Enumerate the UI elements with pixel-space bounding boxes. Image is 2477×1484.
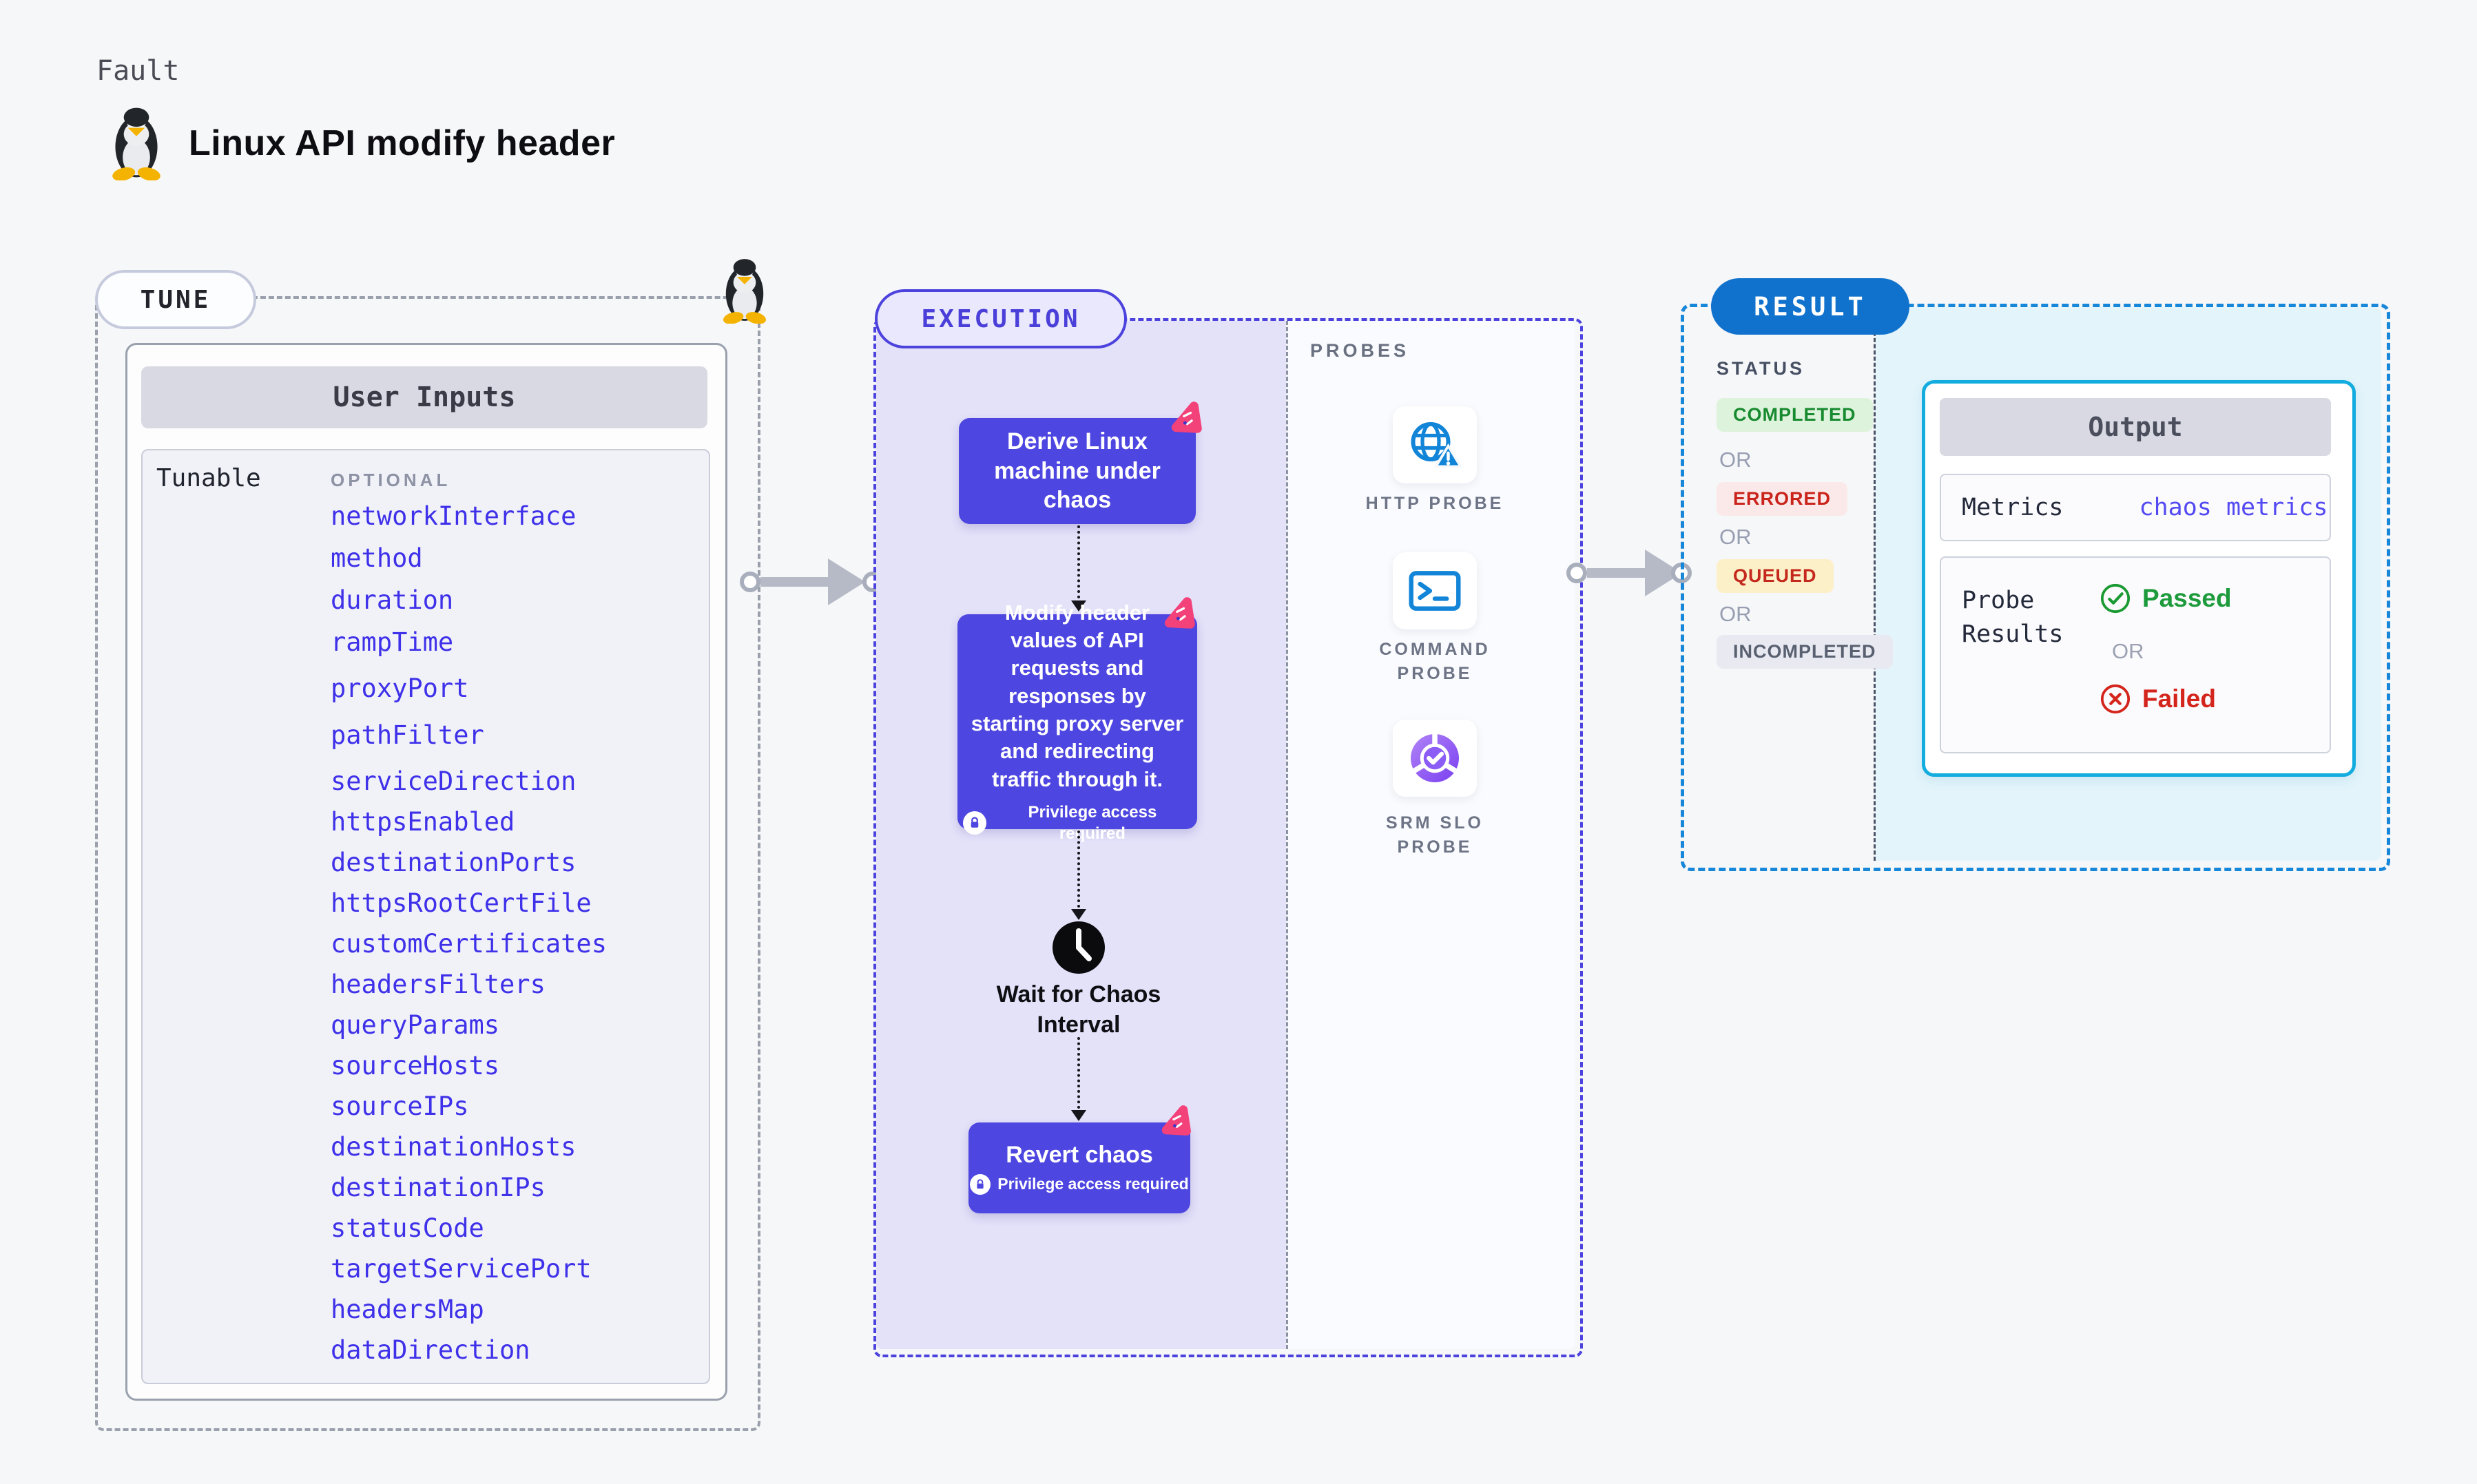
param-link[interactable]: serviceDirection (331, 766, 577, 796)
param-link[interactable]: duration (331, 585, 454, 615)
probe-label: SRM SLO PROBE (1386, 813, 1484, 857)
metrics-label: Metrics (1962, 494, 2064, 521)
param-link[interactable]: queryParams (331, 1010, 500, 1040)
step-modify-header: Modify header values of API requests and… (957, 600, 1197, 843)
status-badge-queued: QUEUED (1717, 559, 1834, 593)
user-inputs-header: User Inputs (141, 366, 707, 428)
execution-probes-divider (1286, 321, 1288, 1349)
param-link[interactable]: method (331, 543, 423, 573)
param-link[interactable]: httpsRootCertFile (331, 888, 592, 918)
connector-endpoint (1566, 563, 1587, 583)
param-link[interactable]: headersFilters (331, 970, 546, 999)
status-label: STATUS (1717, 358, 1805, 379)
connector-arrowhead-icon (1071, 1110, 1086, 1121)
param-link[interactable]: sourceIPs (331, 1091, 469, 1121)
param-link[interactable]: sourceHosts (331, 1051, 500, 1080)
privilege-label: Privilege access required (1028, 802, 1157, 844)
param-link[interactable]: pathFilter (331, 720, 484, 750)
probe-label: HTTP PROBE (1365, 494, 1504, 513)
execution-badge: EXECUTION (875, 289, 1127, 348)
chaos-metrics-link[interactable]: chaos metrics (2139, 494, 2328, 521)
step-label: Derive Linux machine under chaos (994, 428, 1161, 514)
param-link[interactable]: rampTime (331, 627, 454, 657)
or-separator: OR (1719, 602, 1752, 626)
or-separator: OR (1719, 525, 1752, 549)
chaos-step-icon (1164, 597, 1195, 629)
status-badge-completed: COMPLETED (1717, 398, 1873, 432)
failed-result: Failed (2100, 683, 2216, 715)
page-title: Linux API modify header (189, 123, 616, 163)
lock-icon (970, 1173, 991, 1195)
lock-icon (963, 811, 986, 835)
step-wait-label: Wait for Chaos Interval (996, 981, 1161, 1038)
privilege-row: Privilege access required (970, 1173, 1189, 1195)
http-probe-card (1393, 406, 1477, 483)
or-separator: OR (2112, 639, 2144, 663)
connector-arrowhead-icon (828, 558, 865, 605)
probe-label: COMMAND PROBE (1379, 640, 1491, 683)
check-circle-icon (2100, 583, 2131, 614)
passed-result: Passed (2100, 583, 2232, 614)
param-link[interactable]: httpsEnabled (331, 807, 515, 837)
optional-label: OPTIONAL (331, 470, 451, 490)
metrics-row: Metrics chaos metrics (1940, 474, 2331, 541)
passed-label: Passed (2142, 584, 2232, 612)
command-probe-card (1393, 552, 1477, 629)
status-output-divider (1874, 307, 1876, 861)
x-circle-icon (2100, 684, 2131, 714)
tunable-list-box (141, 449, 710, 1384)
probe-results-row: Probe Results Passed OR Failed (1940, 556, 2331, 753)
flow-connector (1077, 1037, 1080, 1109)
connector-endpoint (740, 572, 760, 592)
slo-donut-check-icon (1411, 732, 1459, 782)
param-link[interactable]: destinationHosts (331, 1132, 577, 1162)
failed-label: Failed (2142, 684, 2216, 713)
result-section-box (1681, 304, 2390, 871)
srm-slo-probe-card (1393, 720, 1477, 797)
tux-icon (723, 259, 766, 324)
step-revert-chaos: Revert chaos Privilege access required (968, 1122, 1190, 1213)
connector-line (1587, 568, 1648, 578)
param-link[interactable]: statusCode (331, 1213, 484, 1243)
execution-section-box (873, 318, 1583, 1357)
connector-line (760, 577, 831, 587)
chaos-step-icon (1161, 1105, 1191, 1136)
clock-icon (1053, 921, 1105, 974)
probes-title: PROBES (1310, 340, 1410, 361)
step-derive-machine: Derive Linux machine under chaos (959, 418, 1196, 524)
connector-arrowhead-icon (1071, 909, 1086, 920)
flow-connector (1077, 525, 1080, 598)
or-separator: OR (1719, 448, 1752, 472)
param-link[interactable]: destinationPorts (331, 848, 577, 877)
privilege-label: Privilege access required (997, 1175, 1189, 1193)
param-link[interactable]: customCertificates (331, 929, 607, 959)
status-badge-errored: ERRORED (1717, 482, 1848, 516)
param-link[interactable]: destinationIPs (331, 1173, 546, 1202)
globe-alert-icon (1411, 422, 1463, 468)
tunable-row-label: Tunable (156, 464, 261, 492)
fault-kind-label: Fault (96, 55, 180, 87)
param-link[interactable]: networkInterface (331, 501, 577, 531)
privilege-row: Privilege access required (963, 802, 1192, 844)
param-link[interactable]: proxyPort (331, 673, 469, 703)
status-badge-incompleted: INCOMPLETED (1717, 635, 1893, 669)
param-link[interactable]: dataDirection (331, 1335, 530, 1365)
result-badge: RESULT (1711, 278, 1909, 335)
probe-results-label: Probe Results (1962, 587, 2064, 648)
param-link[interactable]: targetServicePort (331, 1254, 592, 1284)
tune-section-box (95, 296, 760, 1431)
step-label: Revert chaos (1006, 1141, 1153, 1168)
output-header: Output (1940, 398, 2331, 456)
flow-connector (1077, 830, 1080, 908)
step-label: Modify header values of API requests and… (971, 600, 1184, 791)
param-link[interactable]: headersMap (331, 1295, 484, 1324)
chaos-step-icon (1171, 401, 1202, 433)
connector-arrowhead-icon (1071, 600, 1086, 612)
probes-panel (1288, 321, 1575, 1349)
tux-icon (112, 107, 160, 180)
terminal-icon (1409, 571, 1461, 611)
tune-badge: TUNE (95, 270, 256, 329)
